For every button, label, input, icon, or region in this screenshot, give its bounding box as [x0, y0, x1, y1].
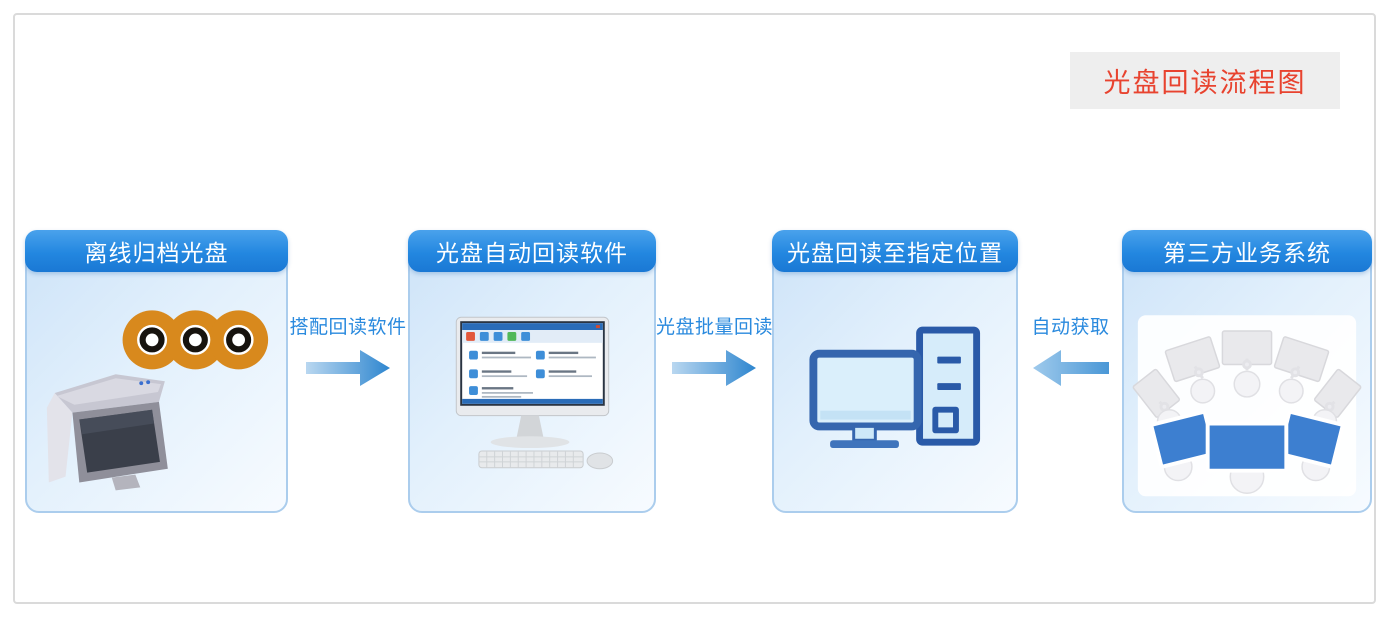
flow-arrow-3: 自动获取	[1019, 312, 1122, 396]
left-arrow-icon	[1032, 350, 1109, 386]
diagram-title-box: 光盘回读流程图	[1070, 52, 1340, 109]
arrow-label: 自动获取	[1031, 317, 1110, 338]
software-list-items	[469, 350, 596, 398]
node-header-third-party-system: 第三方业务系统	[1122, 230, 1372, 272]
flow-arrow-2: 光盘批量回读	[656, 312, 774, 396]
networked-screens-icon	[1132, 315, 1362, 497]
arrow-label: 光盘批量回读	[656, 317, 774, 338]
node-label: 第三方业务系统	[1163, 240, 1331, 266]
flow-arrow-1: 搭配回读软件	[288, 312, 408, 396]
node-header-readback-software: 光盘自动回读软件	[408, 230, 656, 272]
archive-discs-reader-icon	[46, 310, 269, 491]
node-header-target-location: 光盘回读至指定位置	[772, 230, 1018, 272]
node-label: 光盘回读至指定位置	[787, 240, 1003, 266]
right-arrow-icon	[672, 350, 756, 386]
node-label: 光盘自动回读软件	[436, 240, 628, 266]
keyboard	[478, 450, 584, 469]
imac-monitor	[455, 316, 610, 417]
mouse	[586, 452, 614, 470]
software-computer-icon	[455, 316, 614, 470]
disc-stack	[122, 310, 269, 370]
arrow-label: 搭配回读软件	[289, 317, 407, 338]
right-arrow-icon	[306, 350, 390, 386]
node-header-offline-discs: 离线归档光盘	[25, 230, 288, 272]
disc-reader-device	[46, 374, 168, 491]
diagram-title: 光盘回读流程图	[1103, 68, 1307, 98]
flow-node-target-location: 光盘回读至指定位置	[772, 230, 1018, 513]
flow-node-readback-software: 光盘自动回读软件	[408, 230, 656, 513]
imac-stand	[490, 415, 570, 449]
flow-node-offline-discs: 离线归档光盘	[25, 230, 288, 513]
desktop-computer-icon	[809, 326, 981, 449]
node-label: 离线归档光盘	[84, 240, 229, 266]
flow-node-third-party-system: 第三方业务系统	[1122, 230, 1372, 513]
